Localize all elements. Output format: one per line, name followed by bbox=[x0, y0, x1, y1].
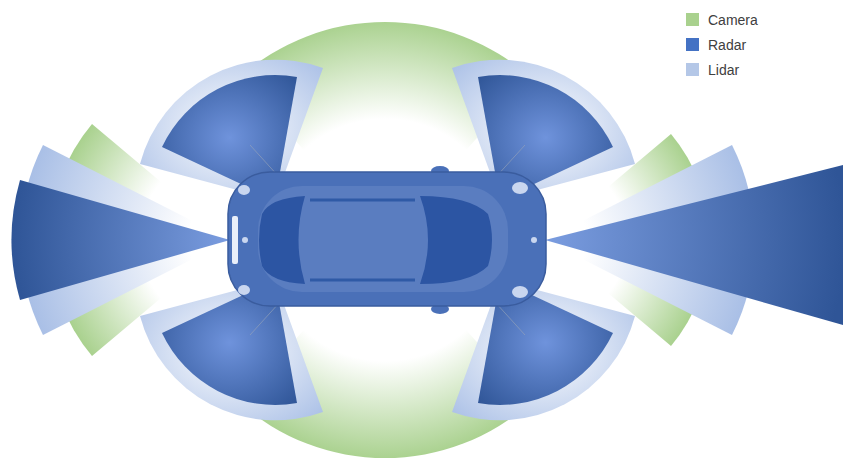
legend: CameraRadarLidar bbox=[686, 7, 758, 82]
headlight bbox=[512, 182, 528, 194]
car bbox=[228, 166, 546, 314]
headlight bbox=[512, 286, 528, 298]
taillight bbox=[238, 185, 250, 195]
legend-swatch bbox=[686, 63, 699, 76]
legend-label: Radar bbox=[708, 37, 746, 53]
legend-item: Camera bbox=[686, 7, 758, 32]
license-plate bbox=[232, 216, 238, 264]
radar-zone bbox=[12, 180, 230, 300]
rear-window bbox=[259, 196, 305, 284]
legend-label: Lidar bbox=[708, 62, 739, 78]
rear-sensor bbox=[242, 237, 248, 243]
car-body bbox=[228, 172, 546, 306]
car-cabin bbox=[258, 186, 508, 292]
legend-item: Lidar bbox=[686, 57, 758, 82]
taillight bbox=[238, 285, 250, 295]
legend-label: Camera bbox=[708, 12, 758, 28]
front-sensor bbox=[531, 237, 537, 243]
legend-swatch bbox=[686, 13, 699, 26]
legend-item: Radar bbox=[686, 32, 758, 57]
windshield bbox=[420, 196, 492, 284]
radar-zone bbox=[545, 165, 843, 325]
legend-swatch bbox=[686, 38, 699, 51]
side-windows bbox=[310, 200, 415, 280]
